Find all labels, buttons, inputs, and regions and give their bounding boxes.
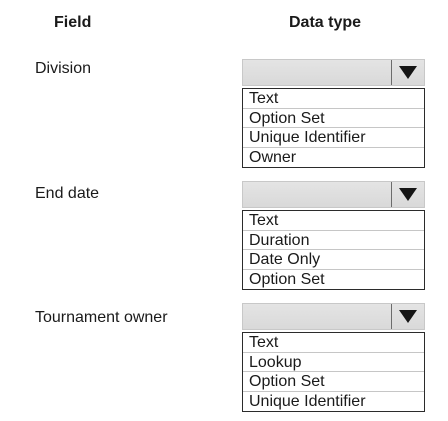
dropdown-option[interactable]: Duration — [243, 231, 424, 250]
dropdown-option[interactable]: Date Only — [243, 250, 424, 270]
dropdown-option[interactable]: Option Set — [243, 372, 424, 392]
field-column-header: Field — [54, 14, 92, 31]
dropdown-option[interactable]: Text — [243, 333, 424, 353]
dropdown-option[interactable]: Option Set — [243, 109, 424, 128]
field-label-tournament-owner: Tournament owner — [35, 309, 168, 326]
dropdown-options-list: Text Option Set Unique Identifier Owner — [242, 88, 425, 168]
dropdown-option[interactable]: Text — [243, 89, 424, 109]
dropdown-toggle-button[interactable] — [391, 182, 424, 207]
data-type-column-header: Data type — [289, 14, 362, 31]
dropdown-selected-value[interactable] — [242, 303, 425, 330]
data-type-dropdown-tournament-owner[interactable]: Text Lookup Option Set Unique Identifier — [242, 303, 425, 412]
dropdown-selected-value[interactable] — [242, 181, 425, 208]
field-label-end-date: End date — [35, 185, 100, 202]
field-label-division: Division — [35, 60, 92, 77]
chevron-down-icon — [399, 188, 417, 201]
dropdown-option[interactable]: Lookup — [243, 353, 424, 372]
dropdown-option[interactable]: Unique Identifier — [249, 392, 366, 410]
dropdown-options-list: Text Lookup Option Set Unique Identifier — [242, 332, 425, 412]
data-type-dropdown-end-date[interactable]: Text Duration Date Only Option Set — [242, 181, 425, 290]
dropdown-toggle-button[interactable] — [391, 304, 424, 329]
dropdown-option[interactable]: Owner — [249, 148, 297, 166]
data-type-dropdown-division[interactable]: Text Option Set Unique Identifier Owner — [242, 59, 425, 168]
dropdown-options-list: Text Duration Date Only Option Set — [242, 210, 425, 290]
dropdown-selected-value[interactable] — [242, 59, 425, 86]
dropdown-option[interactable]: Text — [243, 211, 424, 231]
chevron-down-icon — [399, 310, 417, 323]
dropdown-toggle-button[interactable] — [391, 60, 424, 85]
chevron-down-icon — [399, 66, 417, 79]
dropdown-option[interactable]: Unique Identifier — [243, 128, 424, 148]
dropdown-option[interactable]: Option Set — [249, 270, 325, 288]
